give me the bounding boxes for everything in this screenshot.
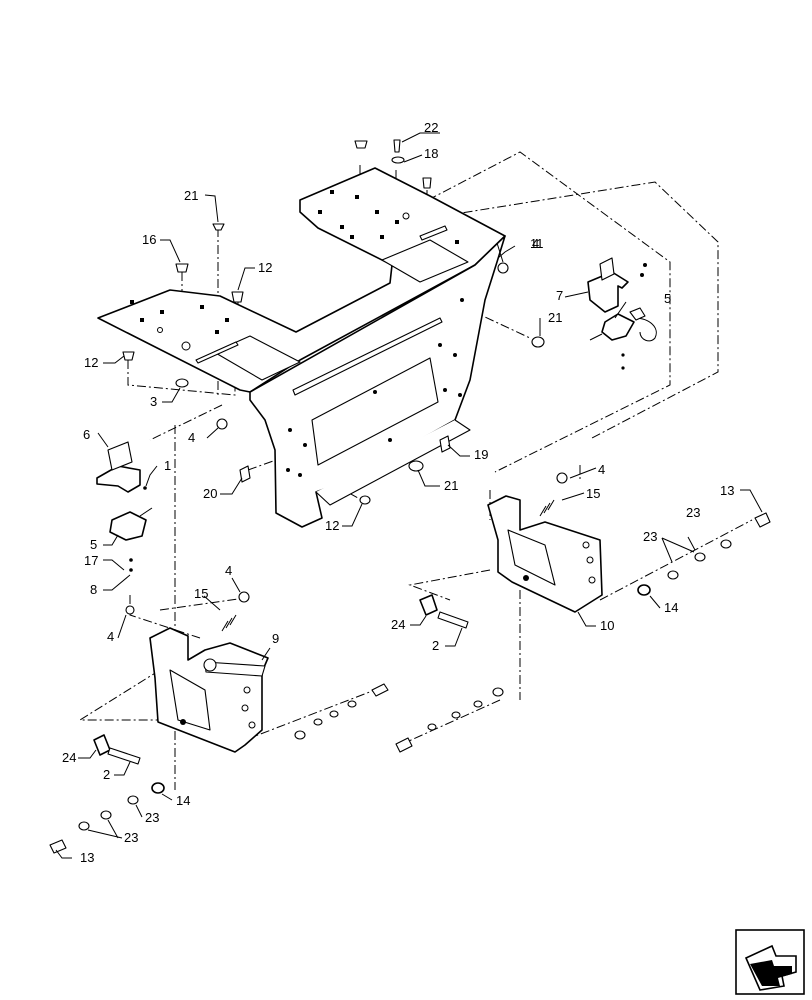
- top-hardware: [122, 139, 545, 505]
- callout-4: 4: [225, 563, 232, 578]
- callout-13: 13: [80, 850, 94, 865]
- callout-20: 20: [203, 486, 217, 501]
- callout-23: 23: [643, 529, 657, 544]
- callout-8: 8: [90, 582, 97, 597]
- callout-23: 23: [124, 830, 138, 845]
- callout-16: 16: [142, 232, 156, 247]
- callout-24: 24: [391, 617, 405, 632]
- callout-21: 21: [184, 188, 198, 203]
- upper-frame-assembly: [97, 167, 506, 528]
- callout-1: 1: [164, 458, 171, 473]
- callout-18: 18: [424, 146, 438, 161]
- callout-3: 3: [150, 394, 157, 409]
- callout-12: 12: [325, 518, 339, 533]
- callout-6: 6: [83, 427, 90, 442]
- callout-24: 24: [62, 750, 76, 765]
- callout-19: 19: [474, 447, 488, 462]
- callout-12: 12: [258, 260, 272, 275]
- callout-22: 22: [424, 120, 438, 135]
- callout-21: 21: [444, 478, 458, 493]
- callout-leaders: [55, 132, 763, 859]
- frame-holes: [130, 190, 464, 477]
- callout-15: 15: [586, 486, 600, 501]
- callout-12: 12: [84, 355, 98, 370]
- callout-14: 14: [176, 793, 190, 808]
- callout-7: 7: [556, 288, 563, 303]
- callout-15: 15: [194, 586, 208, 601]
- left-bracket-assembly: [49, 591, 389, 854]
- callout-4: 4: [107, 629, 114, 644]
- callout-10: 10: [600, 618, 614, 633]
- callout-23: 23: [686, 505, 700, 520]
- callout-17: 17: [84, 553, 98, 568]
- callout-labels: 22 18 21 16 12 11 4 12 3 21 7 5 6 4 19 1…: [62, 120, 734, 865]
- right-bracket-assembly: [395, 472, 771, 753]
- callout-13: 13: [720, 483, 734, 498]
- callout-2: 2: [432, 638, 439, 653]
- callout-4: 4: [188, 430, 195, 445]
- callout-4: 4: [532, 236, 539, 251]
- callout-5: 5: [664, 291, 671, 306]
- callout-5: 5: [90, 537, 97, 552]
- callout-21: 21: [548, 310, 562, 325]
- callout-9: 9: [272, 631, 279, 646]
- left-switch-assembly: [96, 441, 153, 572]
- callout-23: 23: [145, 810, 159, 825]
- previous-page-arrow-icon[interactable]: [735, 929, 805, 995]
- callout-14: 14: [664, 600, 678, 615]
- right-switch-assembly: [587, 257, 657, 370]
- callout-11: 11: [530, 236, 544, 251]
- callout-2: 2: [103, 767, 110, 782]
- callout-4: 4: [598, 462, 605, 477]
